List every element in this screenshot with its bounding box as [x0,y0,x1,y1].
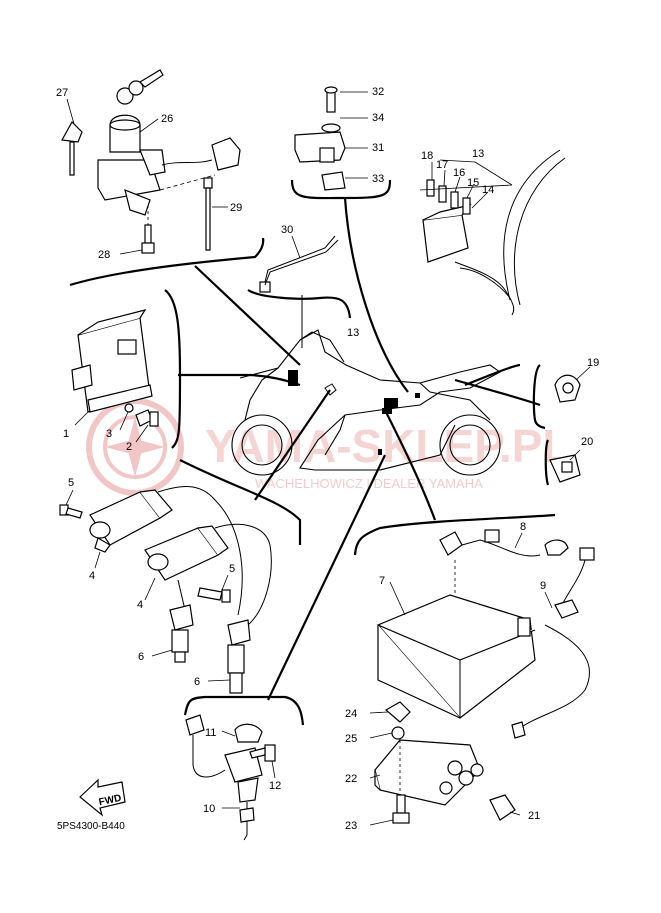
connector-20-part [549,449,581,483]
callout-32: 32 [372,86,384,98]
callout-30: 30 [281,224,293,236]
connector-19-part [554,366,591,403]
relay-assembly-part [294,86,368,191]
ignition-coil-part-2 [144,523,272,626]
watermark-logo-icon [86,398,184,496]
callout-16: 16 [453,167,465,179]
battery-location-mark [384,398,398,408]
callout-12: 12 [269,780,281,792]
callout-5a: 5 [68,477,74,489]
callout-34: 34 [372,112,384,124]
callout-24: 24 [345,708,357,720]
main-switch-part [97,69,241,216]
callout-labels: 27 26 28 29 30 32 34 31 33 13 18 17 16 1… [56,86,599,832]
band-29-part [203,177,228,251]
callout-4b: 4 [137,599,143,611]
callout-17: 17 [436,159,448,171]
callout-31: 31 [372,142,384,154]
callout-33: 33 [372,173,384,185]
callout-5b: 5 [229,563,235,575]
group-brackets [69,179,556,726]
callout-3: 3 [106,428,112,440]
watermark: YAMA-SKLEP.PL WACHELHOWICZ | DEALER YAMA… [86,398,571,496]
fwd-arrow-icon: FWD [79,778,126,817]
callout-28: 28 [98,249,110,261]
diagram-code: 5PS4300-B440 [57,821,125,832]
callout-8: 8 [520,521,526,533]
callout-11: 11 [205,727,216,739]
callout-29: 29 [230,202,242,214]
plug-cap-part-2 [207,619,251,694]
callout-20: 20 [581,436,593,448]
callout-25: 25 [345,733,357,745]
ecu-location-mark [288,370,298,386]
callout-14: 14 [482,184,494,196]
callout-19: 19 [587,357,599,369]
lead-9-part [511,547,595,739]
callout-26: 26 [161,113,173,125]
fuse-box-part [419,149,566,316]
key-part [61,98,83,176]
callout-6a: 6 [138,651,144,663]
callout-18: 18 [421,150,433,162]
callout-13b: 13 [347,327,359,339]
callout-23: 23 [345,820,357,832]
callout-6b: 6 [194,676,200,688]
battery-part [376,560,536,719]
callout-10: 10 [203,803,215,815]
callout-9: 9 [540,580,546,592]
ignition-coil-part-1 [59,486,243,616]
screw-28-part [119,205,155,255]
callout-13a: 13 [472,148,484,160]
callout-21: 21 [528,810,540,822]
lead-8-part [439,529,569,557]
lead-30-part [259,235,339,293]
callout-4a: 4 [89,570,95,582]
callout-1: 1 [63,428,69,440]
callout-15: 15 [467,177,479,189]
ecu-part [71,309,153,426]
regulator-assembly-part [369,701,521,826]
fwd-label: FWD [98,793,123,808]
callout-22: 22 [345,773,357,785]
watermark-tagline: WACHELHOWICZ | DEALER YAMAHA [255,476,483,491]
watermark-brand: YAMA-SKLEP.PL [205,420,571,472]
callout-27: 27 [56,87,68,99]
plug-cap-part-1 [151,579,194,663]
bolt-2-part [119,403,159,443]
sensor-assembly-part [185,714,276,841]
callout-2: 2 [126,441,132,453]
callout-7: 7 [379,575,385,587]
